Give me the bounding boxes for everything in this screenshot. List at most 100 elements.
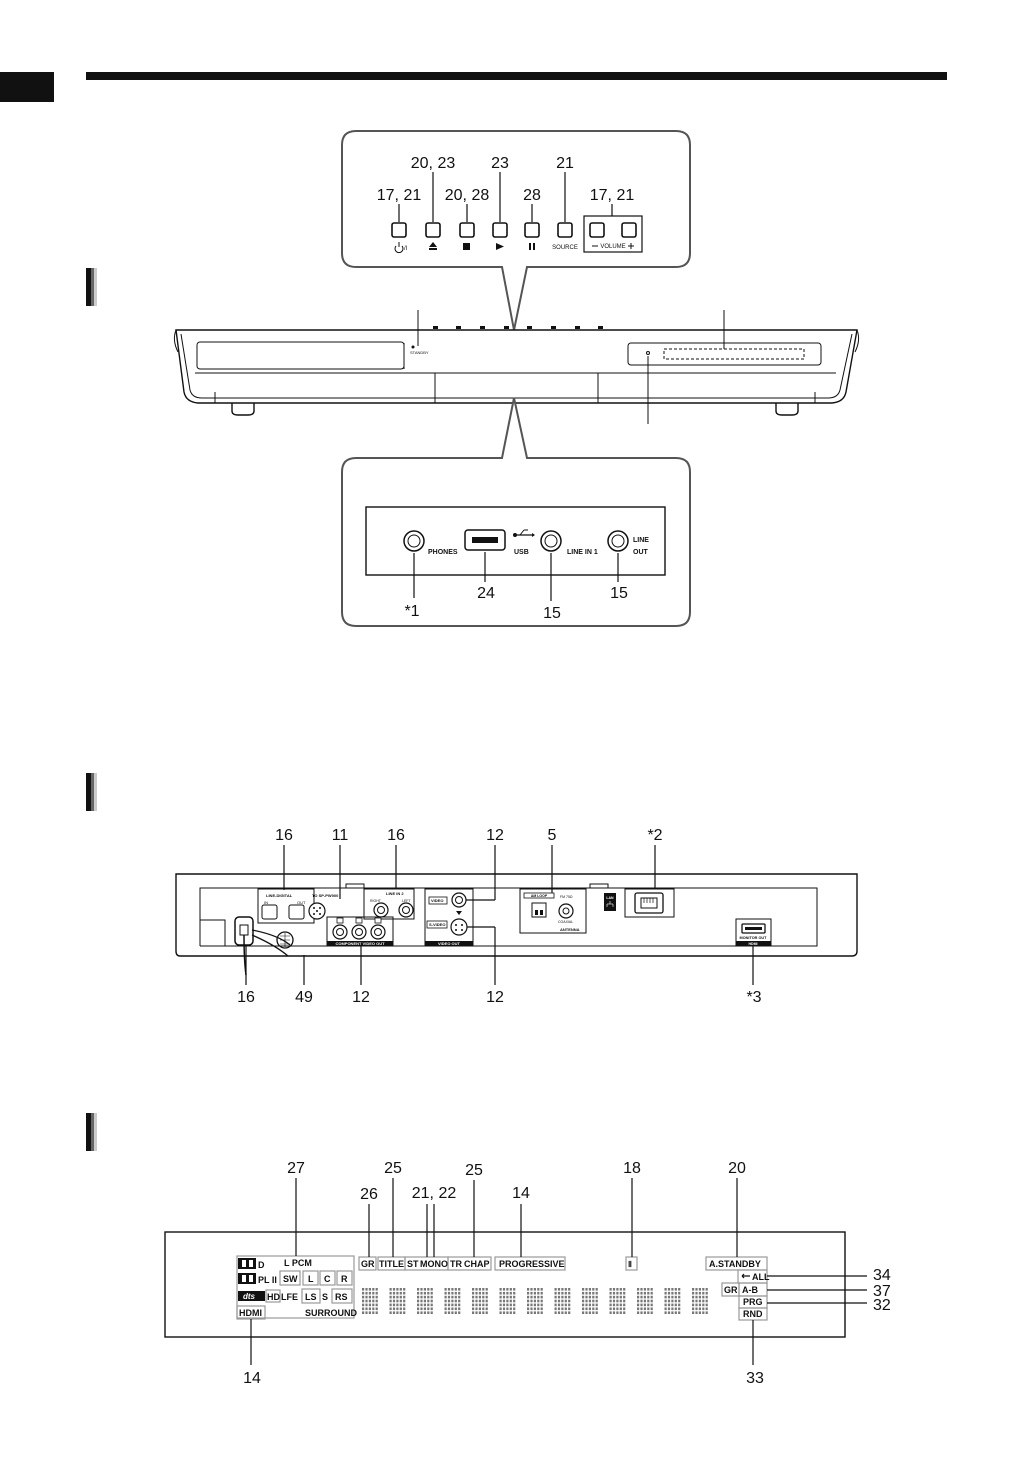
composite-video-jack[interactable] <box>451 892 467 908</box>
dolby-d-indicator: D <box>258 1260 265 1270</box>
source-button[interactable] <box>557 222 573 238</box>
label-num: *2 <box>647 827 662 844</box>
sw-indicator: SW <box>283 1274 298 1284</box>
label-num: 21, 22 <box>412 1185 457 1202</box>
label-num: 20, 23 <box>411 155 456 172</box>
label-num: 14 <box>512 1185 530 1202</box>
label-num: 26 <box>360 1186 378 1203</box>
fm-label: FM 75Ω <box>560 895 573 899</box>
am-loop-terminal[interactable] <box>531 902 547 918</box>
progressive-indicator: PROGRESSIVE <box>499 1259 565 1269</box>
label-num: 20, 28 <box>445 187 490 204</box>
digital-in-port[interactable] <box>261 904 278 920</box>
gr-indicator: GR <box>361 1259 375 1269</box>
eject-button[interactable] <box>425 222 441 238</box>
component-pb-jack[interactable] <box>351 924 367 940</box>
out-label: OUT <box>633 549 649 556</box>
l-indicator: L <box>308 1274 314 1284</box>
section-marker-rear <box>86 773 102 811</box>
line-out-jack[interactable] <box>607 530 629 552</box>
surround-indicator: SURROUND <box>305 1308 358 1318</box>
svg-text:dts: dts <box>243 1292 256 1301</box>
component-video-out-label: COMPONENT VIDEO OUT <box>335 941 385 946</box>
fm-antenna-jack[interactable] <box>558 903 574 919</box>
title-indicator: TITLE <box>379 1259 404 1269</box>
digital-in-label: IN <box>264 900 268 905</box>
play-icon <box>496 243 504 250</box>
front-jacks-callout: PHONES USB LINE IN 1 LINE OUT *1 24 15 <box>341 397 691 627</box>
front-buttons-callout: 20, 23 23 21 17, 21 20, 28 28 17, 21 <box>341 130 691 331</box>
volume-down-button[interactable] <box>589 222 605 238</box>
hdmi-label: HDMI <box>749 942 758 946</box>
label-num: 14 <box>243 1370 261 1387</box>
dot-matrix <box>362 1288 708 1314</box>
line-in-2-left-jack[interactable] <box>398 902 414 918</box>
label-num: 33 <box>746 1370 764 1387</box>
component-pr-jack[interactable] <box>370 924 386 940</box>
label-num: 32 <box>873 1297 891 1314</box>
phones-label: PHONES <box>428 549 458 556</box>
label-num: 25 <box>384 1160 402 1177</box>
coaxial-label: COAXIAL <box>558 920 573 924</box>
s-indicator: S <box>322 1292 328 1302</box>
svg-text:VOLUME: VOLUME <box>600 244 625 250</box>
standby-indicator <box>411 345 415 349</box>
label-num: 34 <box>873 1267 891 1284</box>
line-in-2-right-jack[interactable] <box>373 902 389 918</box>
antenna-label: ANTENNA <box>560 927 580 932</box>
matrix-char <box>692 1288 708 1314</box>
lan-port[interactable] <box>634 892 664 914</box>
gr-repeat-indicator: GR <box>724 1285 738 1295</box>
prg-indicator: PRG <box>743 1297 763 1307</box>
volume-up-button[interactable] <box>621 222 637 238</box>
label-num: 16 <box>387 827 405 844</box>
sp-pw-label: TO SP-PW000 <box>312 893 339 898</box>
right-label: RIGHT <box>370 899 382 903</box>
play-button[interactable] <box>492 222 508 238</box>
section-marker-front <box>86 268 102 306</box>
monitor-out-label: MONITOR OUT <box>740 936 768 940</box>
rnd-indicator: RND <box>743 1309 763 1319</box>
svg-text:/I: /I <box>404 246 408 252</box>
stop-button[interactable] <box>459 222 475 238</box>
st-indicator: ST <box>407 1259 419 1269</box>
source-label: SOURCE <box>552 245 578 251</box>
dolby-plii-icon <box>238 1273 256 1284</box>
line-in-2-label: LINE IN 2 <box>386 891 404 896</box>
lan-icon <box>606 901 614 907</box>
component-y-jack[interactable] <box>332 924 348 940</box>
label-num: *3 <box>746 989 761 1006</box>
label-num: 12 <box>486 827 504 844</box>
line-label: LINE <box>633 537 649 544</box>
line-in-1-jack[interactable] <box>540 530 562 552</box>
s-video-jack[interactable] <box>450 918 468 936</box>
matrix-char <box>417 1288 433 1314</box>
matrix-char <box>362 1288 378 1314</box>
mono-indicator: MONO <box>420 1259 448 1269</box>
phones-jack[interactable] <box>403 530 425 552</box>
stop-icon <box>463 243 470 250</box>
label-num: 16 <box>237 989 255 1006</box>
unit-top-buttons <box>433 326 603 329</box>
lan-label: LAN <box>606 896 614 900</box>
power-button[interactable] <box>391 222 407 238</box>
label-num: 5 <box>548 827 557 844</box>
pause-button[interactable] <box>524 222 540 238</box>
power-icon: /I <box>394 242 408 254</box>
matrix-char <box>444 1288 461 1314</box>
label-num: 17, 21 <box>377 187 422 204</box>
matrix-char <box>609 1288 626 1314</box>
digital-out-port[interactable] <box>288 904 305 920</box>
pause-icon <box>529 243 535 250</box>
label-num: 20 <box>728 1160 746 1177</box>
label-num: 15 <box>543 605 561 622</box>
matrix-char <box>389 1288 406 1314</box>
display-panel: 27 25 25 18 20 26 21, 22 14 34 37 32 14 … <box>164 1160 891 1387</box>
label-num: 25 <box>465 1162 483 1179</box>
usb-icon <box>513 529 535 537</box>
video-out-label: VIDEO OUT <box>438 941 461 946</box>
dts-icon: dts <box>238 1291 265 1301</box>
ls-indicator: LS <box>305 1292 317 1302</box>
repeat-icon <box>741 1273 750 1279</box>
plii-indicator: PL II <box>258 1275 277 1285</box>
